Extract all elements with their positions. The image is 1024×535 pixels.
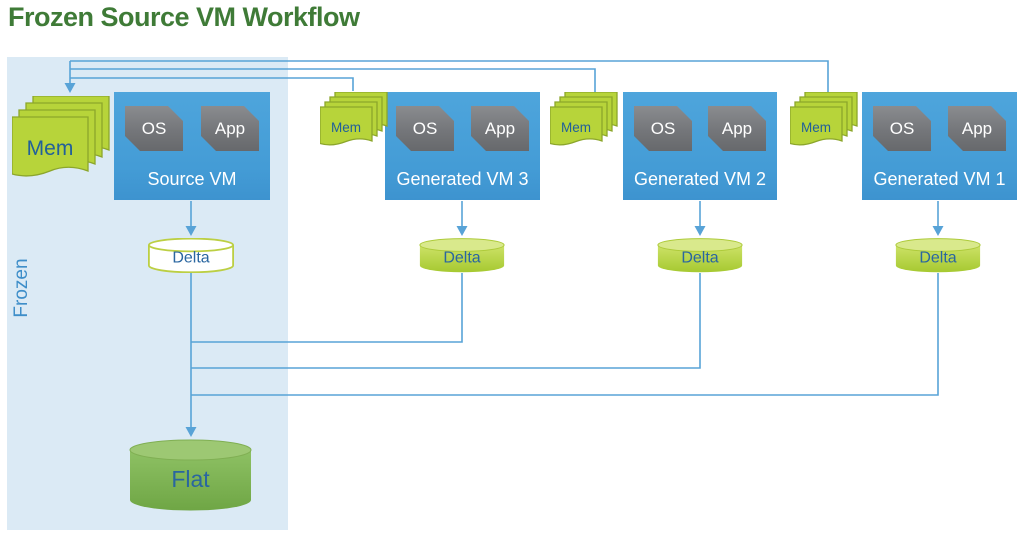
app-chip: App bbox=[948, 106, 1006, 151]
os-chip: OS bbox=[634, 106, 692, 151]
vm-name-label: Source VM bbox=[147, 169, 237, 189]
arrowhead-gen1-delta bbox=[932, 226, 944, 236]
delta-disk-generated-vm-2: Delta bbox=[657, 238, 743, 273]
generated-vm-2-box: OS App Generated VM 2 bbox=[623, 92, 777, 200]
mem-stack-generated-vm-3: Mem bbox=[320, 92, 388, 146]
gen1-delta-to-flat-line bbox=[191, 273, 939, 396]
os-chip: OS bbox=[125, 106, 183, 151]
delta-disk-source: Delta bbox=[148, 238, 234, 273]
mem-label: Mem bbox=[801, 120, 831, 135]
delta-label: Delta bbox=[681, 250, 718, 267]
app-chip: App bbox=[201, 106, 259, 151]
delta-disk-generated-vm-1: Delta bbox=[895, 238, 981, 273]
frozen-region-label: Frozen bbox=[11, 258, 32, 318]
os-chip: OS bbox=[873, 106, 931, 151]
arrowhead-gen3-delta bbox=[456, 226, 468, 236]
generated-vm-3-box: OS App Generated VM 3 bbox=[385, 92, 540, 200]
os-chip: OS bbox=[396, 106, 454, 151]
flat-disk: Flat bbox=[129, 439, 252, 511]
arrowhead-gen2-delta bbox=[694, 226, 706, 236]
source-vm-box: OS App Source VM bbox=[114, 92, 270, 200]
mem-label: Mem bbox=[27, 137, 74, 160]
vm-name-label: Generated VM 3 bbox=[396, 169, 529, 189]
app-chip: App bbox=[471, 106, 529, 151]
vm-name-label: Generated VM 2 bbox=[633, 169, 767, 189]
flat-label: Flat bbox=[171, 466, 210, 492]
vm-name-label: Generated VM 1 bbox=[873, 169, 1006, 189]
delta-disk-generated-vm-3: Delta bbox=[419, 238, 505, 273]
page-title: Frozen Source VM Workflow bbox=[8, 2, 360, 32]
delta-label: Delta bbox=[919, 250, 956, 267]
mem-stack-source: Mem bbox=[12, 96, 110, 177]
mem-label: Mem bbox=[561, 120, 591, 135]
mem-stack-generated-vm-1: Mem bbox=[790, 92, 858, 146]
delta-label: Delta bbox=[172, 250, 209, 267]
delta-label: Delta bbox=[443, 250, 480, 267]
generated-vm-1-box: OS App Generated VM 1 bbox=[862, 92, 1017, 200]
mem-label: Mem bbox=[331, 120, 361, 135]
app-chip: App bbox=[708, 106, 766, 151]
mem-stack-generated-vm-2: Mem bbox=[550, 92, 618, 146]
